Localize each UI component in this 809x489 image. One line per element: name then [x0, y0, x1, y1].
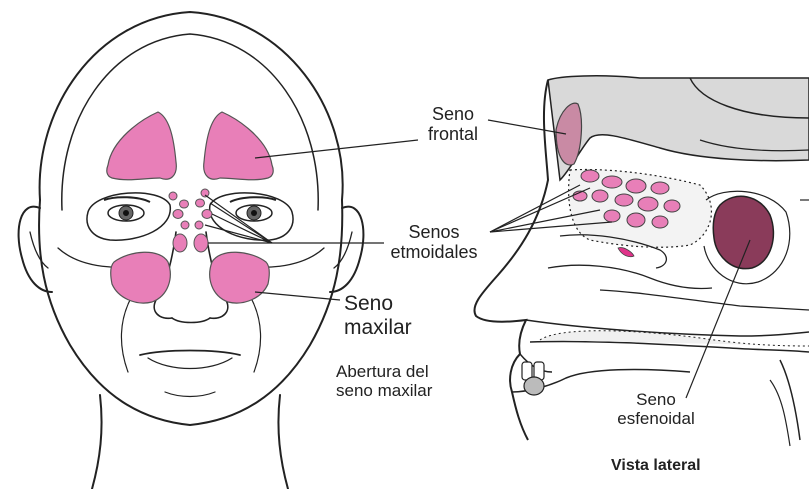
- label-senos-etmoidales-line1: Senos: [384, 222, 484, 242]
- label-vista-lateral: Vista lateral: [611, 457, 701, 475]
- label-seno-esfenoidal: Seno esfenoidal: [606, 390, 706, 428]
- label-seno-esfenoidal-line1: Seno: [606, 390, 706, 409]
- label-seno-maxilar-line1: Seno: [344, 292, 412, 316]
- label-seno-maxilar-line2: maxilar: [344, 316, 412, 340]
- label-seno-frontal-line2: frontal: [418, 124, 488, 144]
- label-senos-etmoidales-line2: etmoidales: [384, 242, 484, 262]
- label-senos-etmoidales: Senos etmoidales: [384, 222, 484, 262]
- eyes: [104, 197, 276, 221]
- front-view-head: [19, 12, 364, 489]
- frontal-sinuses-front: [107, 112, 273, 180]
- label-abertura-line1: Abertura del: [336, 362, 432, 381]
- label-seno-frontal: Seno frontal: [418, 104, 488, 144]
- maxillary-sinuses-front: [111, 252, 270, 303]
- ethmoid-cells-front: [169, 189, 212, 252]
- label-abertura-line2: seno maxilar: [336, 381, 432, 400]
- label-seno-maxilar: Seno maxilar: [344, 292, 412, 339]
- label-seno-frontal-line1: Seno: [418, 104, 488, 124]
- label-abertura-seno-maxilar: Abertura del seno maxilar: [336, 362, 432, 400]
- label-seno-esfenoidal-line2: esfenoidal: [606, 409, 706, 428]
- lateral-leader-lines: [488, 120, 750, 398]
